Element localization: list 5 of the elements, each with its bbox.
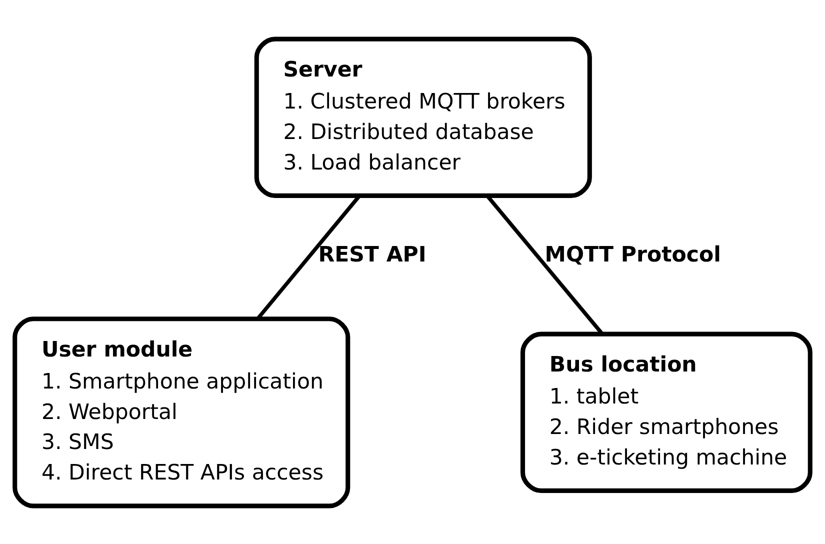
node-box: Server 1. Clustered MQTT brokers 2. Distributed database 3. Load balancer — [254, 36, 592, 198]
node-box: User module 1. Smartphone application 2. Webportal 3. SMS 4. Direct REST APIs access — [12, 316, 350, 508]
node-box: Bus location 1. tablet 2. Rider smartphones 3. e-ticketing machine — [520, 331, 812, 492]
edge-label: MQTT Protocol — [544, 242, 721, 267]
edge-label: REST API — [318, 242, 426, 267]
